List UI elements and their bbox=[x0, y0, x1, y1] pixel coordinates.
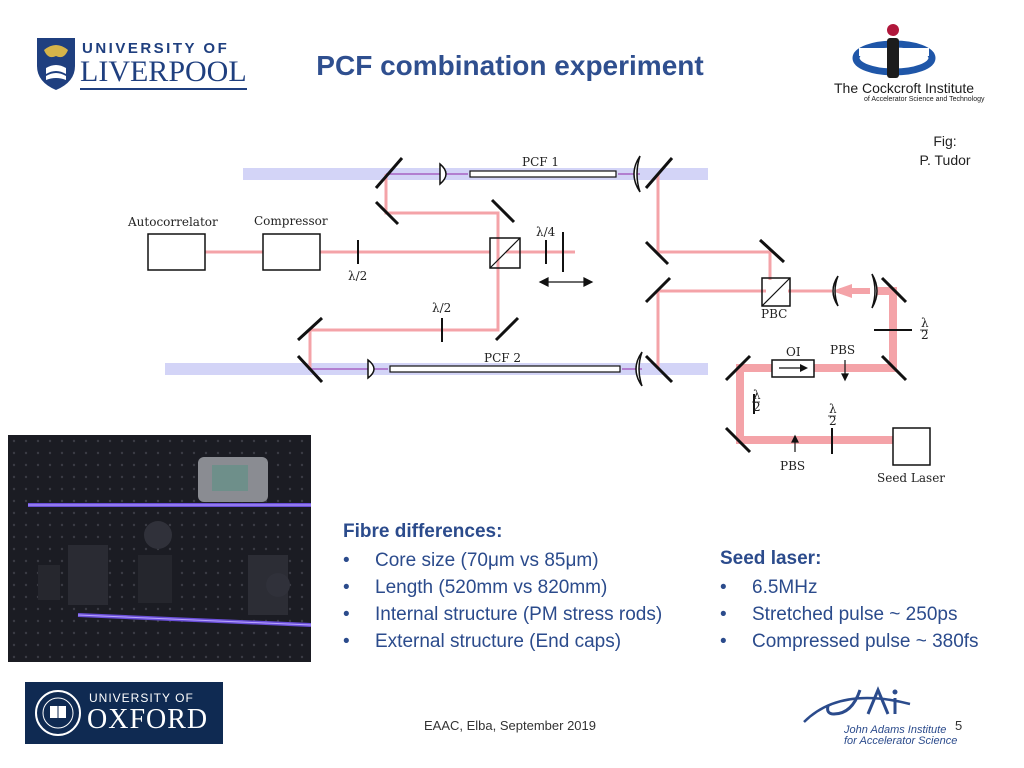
label-frac-3: λ 2 bbox=[828, 402, 837, 428]
autocorrelator-box bbox=[147, 233, 206, 271]
svg-text:λ: λ bbox=[753, 388, 761, 402]
jai-line2: for Accelerator Science bbox=[844, 735, 958, 747]
jai-logo: John Adams Institute for Accelerator Sci… bbox=[800, 684, 957, 748]
oxford-line2: OXFORD bbox=[87, 704, 209, 735]
label-pbc: PBC bbox=[761, 307, 787, 321]
liverpool-logo: UNIVERSITY OF LIVERPOOL bbox=[34, 36, 247, 92]
seed-laser-specs: Seed laser: 6.5MHz Stretched pulse ~ 250… bbox=[720, 548, 979, 655]
oxford-crest-icon bbox=[35, 690, 81, 736]
liverpool-line2: LIVERPOOL bbox=[80, 55, 247, 90]
cockcroft-line2: of Accelerator Science and Technology bbox=[864, 96, 985, 103]
list-item: Internal structure (PM stress rods) bbox=[343, 601, 662, 628]
jai-line1: John Adams Institute bbox=[844, 724, 947, 736]
svg-text:λ: λ bbox=[921, 316, 929, 330]
cockcroft-line1: The Cockcroft Institute bbox=[834, 80, 975, 96]
list-item: Length (520mm vs 820mm) bbox=[343, 574, 662, 601]
label-pcf2: PCF 2 bbox=[484, 351, 521, 365]
cockcroft-logo: The Cockcroft Institute of Accelerator S… bbox=[832, 22, 992, 106]
cockcroft-mark-icon bbox=[852, 24, 936, 78]
label-oi: OI bbox=[786, 345, 801, 359]
label-lambda2-b: λ/2 bbox=[432, 301, 451, 315]
oxford-line1: UNIVERSITY OF bbox=[89, 691, 194, 705]
liverpool-line1: UNIVERSITY OF bbox=[82, 40, 230, 57]
label-pcf1: PCF 1 bbox=[522, 155, 559, 169]
fibre-differences-heading: Fibre differences: bbox=[343, 521, 503, 542]
label-autocorrelator: Autocorrelator bbox=[127, 215, 218, 229]
page-title: PCF combination experiment bbox=[316, 50, 704, 81]
footer-event: EAAC, Elba, September 2019 bbox=[424, 718, 596, 733]
label-seed-laser: Seed Laser bbox=[877, 471, 945, 485]
list-item: Stretched pulse ~ 250ps bbox=[720, 601, 979, 628]
mirror-m1 bbox=[374, 157, 404, 189]
svg-text:2: 2 bbox=[829, 414, 837, 428]
list-item: Compressed pulse ~ 380fs bbox=[720, 628, 979, 655]
credit-line2: P. Tudor bbox=[919, 152, 971, 168]
seed-laser-heading: Seed laser: bbox=[720, 548, 822, 569]
label-pbs-bottom: PBS bbox=[780, 459, 805, 473]
figure-credit: Fig: P. Tudor bbox=[900, 132, 990, 170]
compressor-box bbox=[262, 233, 321, 271]
svg-text:λ: λ bbox=[829, 402, 837, 416]
lab-photo bbox=[8, 435, 311, 662]
label-pbs-top: PBS bbox=[830, 343, 855, 357]
label-frac-2: λ 2 bbox=[752, 388, 761, 414]
svg-text:2: 2 bbox=[921, 328, 929, 342]
label-lambda2-a: λ/2 bbox=[348, 269, 367, 283]
lab-photo-image bbox=[8, 435, 311, 662]
label-frac-1: λ 2 bbox=[920, 316, 929, 342]
optical-isolator bbox=[771, 359, 815, 378]
pcf1-band bbox=[243, 168, 708, 180]
label-lambda4: λ/4 bbox=[536, 225, 556, 239]
pcf2-band bbox=[165, 363, 708, 375]
list-item: 6.5MHz bbox=[720, 574, 979, 601]
jai-swoosh-icon bbox=[803, 686, 911, 723]
fibre-differences: Fibre differences: Core size (70μm vs 85… bbox=[343, 521, 662, 655]
oxford-logo: UNIVERSITY OF OXFORD bbox=[25, 682, 223, 744]
beam-splitter-cube bbox=[489, 237, 521, 269]
list-item: Core size (70μm vs 85μm) bbox=[343, 547, 662, 574]
label-compressor: Compressor bbox=[254, 214, 328, 228]
pcf2-fibre bbox=[389, 365, 621, 373]
list-item: External structure (End caps) bbox=[343, 628, 662, 655]
liverpool-crest-icon bbox=[37, 38, 75, 90]
seed-laser-box bbox=[892, 427, 931, 466]
page-number: 5 bbox=[955, 718, 963, 733]
credit-line1: Fig: bbox=[933, 133, 957, 149]
pbc-cube bbox=[761, 277, 791, 307]
svg-text:2: 2 bbox=[753, 400, 761, 414]
pcf1-fibre bbox=[469, 170, 617, 178]
